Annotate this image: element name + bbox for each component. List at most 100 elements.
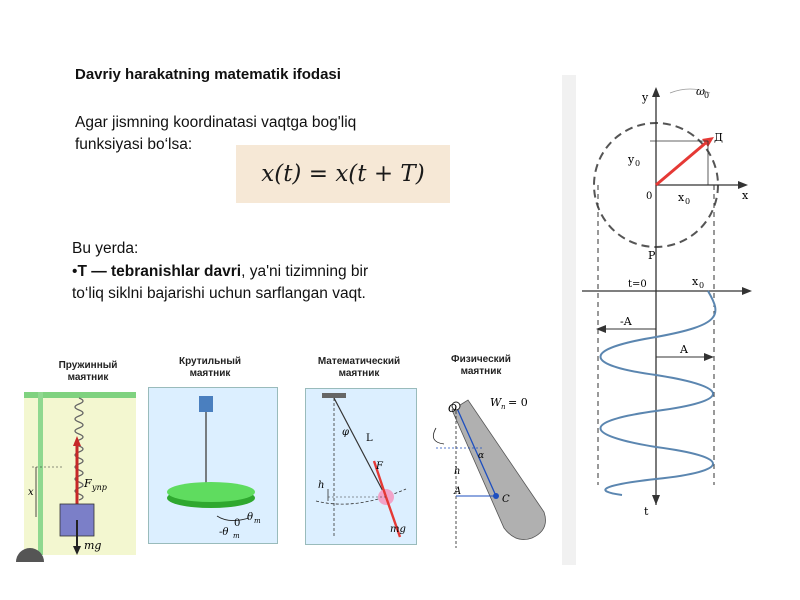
explanation-text: Bu yerda: •T — tebranishlar davri, ya'ni… bbox=[72, 238, 442, 306]
intro-line-1: Agar jismning koordinatasi vaqtga bog'li… bbox=[75, 114, 357, 131]
elastic-force-head bbox=[73, 436, 81, 446]
x0-top-label: x bbox=[692, 275, 699, 288]
y0-sub: 0 bbox=[635, 159, 640, 168]
harmonic-wave bbox=[599, 290, 717, 496]
explanation-intro: Bu yerda: bbox=[72, 240, 139, 257]
x-axis-head bbox=[738, 181, 748, 189]
intro-text: Agar jismning koordinatasi vaqtga bog'li… bbox=[75, 112, 435, 156]
torsion-pendulum-figure: θ m 0 -θ m bbox=[148, 387, 278, 544]
t-axis-head bbox=[652, 495, 660, 505]
a-label: A bbox=[679, 343, 689, 356]
caption-line-1: Математический bbox=[317, 356, 401, 367]
omega-arc bbox=[669, 88, 711, 94]
a-head bbox=[704, 353, 714, 361]
torsion-pendulum-caption: Крутильный маятник bbox=[160, 356, 260, 380]
string bbox=[333, 397, 387, 498]
rotating-vector bbox=[655, 139, 709, 187]
y-axis-head bbox=[652, 87, 660, 97]
pivot-bar bbox=[322, 393, 346, 398]
pivot-point bbox=[451, 401, 461, 411]
corner-shape bbox=[16, 548, 44, 562]
force-arrow bbox=[372, 460, 388, 498]
y0-label: y bbox=[627, 153, 635, 166]
spring-pendulum-figure: F упр mg x bbox=[24, 392, 136, 555]
torsion-pendulum-svg: θ m 0 -θ m bbox=[167, 396, 261, 540]
periodicity-formula: x(t) = x(t + T) bbox=[236, 145, 450, 203]
explanation-bullet: •T — tebranishlar davri, ya'ni tizimning… bbox=[72, 261, 442, 284]
caption-line-1: Физический bbox=[451, 354, 511, 365]
weight-label: mg bbox=[84, 539, 101, 552]
force-label: F bbox=[375, 461, 384, 472]
formula-equals: = bbox=[301, 161, 336, 187]
elastic-force-label: F bbox=[83, 477, 92, 490]
neg-a-head bbox=[596, 325, 606, 333]
weight-arrow bbox=[384, 496, 402, 538]
disk-top bbox=[167, 482, 255, 502]
neg-theta-sub: m bbox=[233, 532, 240, 540]
formula-lhs: x(t) bbox=[261, 161, 302, 187]
diagram-edge-strip bbox=[562, 75, 576, 565]
center-label: C bbox=[502, 494, 510, 505]
slide-title: Davriy harakatning matematik ifodasi bbox=[75, 66, 341, 83]
math-pendulum-figure: φ L h F mg bbox=[305, 388, 417, 545]
physical-pendulum-caption: Физический маятник bbox=[436, 354, 526, 378]
alpha-label: α bbox=[478, 451, 484, 461]
formula-rhs: x(t + T) bbox=[335, 161, 425, 187]
caption-line-2: маятник bbox=[189, 368, 231, 379]
energy-label: W bbox=[490, 396, 503, 409]
top-mount bbox=[199, 396, 213, 412]
x-axis-label: x bbox=[742, 189, 749, 202]
rotation-arc bbox=[432, 427, 445, 445]
math-pendulum-svg: φ L h F mg bbox=[315, 393, 407, 538]
x0-sub: 0 bbox=[685, 197, 690, 206]
x0-top-sub: 0 bbox=[699, 281, 704, 290]
point-label: Д bbox=[714, 131, 723, 144]
theta-m-label: θ bbox=[247, 512, 253, 523]
phi-label: φ bbox=[342, 427, 349, 438]
spring-pendulum-caption: Пружинный маятник bbox=[38, 360, 138, 384]
height-label: h bbox=[454, 466, 460, 477]
harmonic-motion-diagram: ω 0 y x Д y 0 x 0 0 P t=0 x 0 -A A t bbox=[562, 75, 800, 565]
pivot-to-center bbox=[455, 405, 497, 497]
neg-theta-label: -θ bbox=[219, 527, 228, 538]
t-axis-label: t bbox=[644, 505, 649, 518]
neg-a-label: -A bbox=[620, 315, 633, 328]
center-point bbox=[493, 493, 499, 499]
intro-line-2: funksiyasi bo‘lsa: bbox=[75, 136, 193, 153]
explanation-rest-1: , ya'ni tizimning bir bbox=[241, 262, 369, 280]
pivot-label: O bbox=[448, 402, 457, 415]
y-axis-label: y bbox=[641, 91, 649, 104]
energy-value: = 0 bbox=[508, 396, 528, 409]
caption-line-2: маятник bbox=[67, 372, 109, 383]
t0-axis-head bbox=[742, 287, 752, 295]
physical-pendulum-figure: O W п = 0 h A C α bbox=[432, 388, 554, 553]
spring-pendulum-svg: F упр mg x bbox=[24, 392, 136, 555]
ceiling-bar bbox=[24, 392, 136, 398]
explanation-rest-2: to‘liq siklni bajarishi uchun sarflangan… bbox=[72, 285, 366, 302]
caption-line-2: маятник bbox=[338, 368, 380, 379]
omega-sub: 0 bbox=[704, 91, 709, 100]
amplitude-label: A bbox=[453, 486, 461, 497]
caption-line-1: Пружинный bbox=[58, 360, 118, 371]
p-label: P bbox=[648, 249, 656, 262]
swing-arc bbox=[315, 488, 407, 505]
zero-label: 0 bbox=[234, 518, 240, 529]
weight-head bbox=[73, 546, 81, 555]
wall-bar bbox=[38, 392, 43, 555]
displacement-label: x bbox=[28, 487, 34, 498]
weight-label: mg bbox=[390, 524, 406, 535]
caption-line-2: маятник bbox=[460, 366, 502, 377]
t0-label: t=0 bbox=[628, 279, 647, 290]
math-pendulum-caption: Математический маятник bbox=[304, 356, 414, 380]
length-label: L bbox=[366, 433, 373, 444]
bullet-mark: • bbox=[72, 262, 78, 280]
rigid-body bbox=[451, 399, 546, 541]
harmonic-motion-svg: ω 0 y x Д y 0 x 0 0 P t=0 x 0 -A A t bbox=[582, 85, 752, 518]
origin-label: 0 bbox=[646, 191, 652, 202]
period-term: T — tebranishlar davri bbox=[77, 262, 242, 280]
physical-pendulum-svg: O W п = 0 h A C α bbox=[432, 396, 546, 548]
spring-coil bbox=[74, 397, 84, 501]
theta-m-sub: m bbox=[254, 517, 261, 525]
energy-sub: п bbox=[501, 403, 506, 411]
elastic-force-sub: упр bbox=[91, 483, 107, 492]
